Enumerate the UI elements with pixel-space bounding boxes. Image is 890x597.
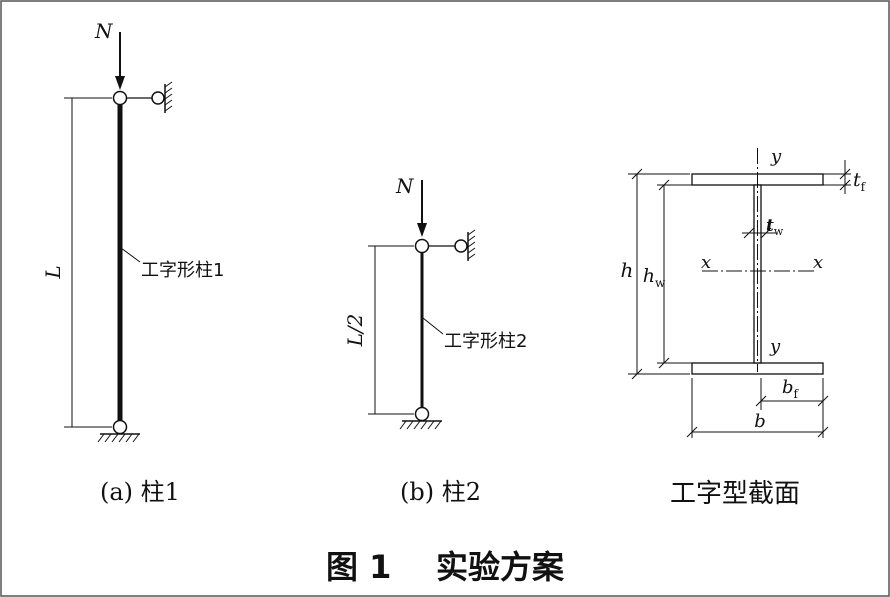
panel-a-roller-support <box>126 81 173 113</box>
panel-a-leader-line <box>120 247 141 263</box>
section-caption: 工字型截面 <box>670 479 800 509</box>
panel-b-leader-line <box>422 317 444 335</box>
panel-a-caption: (a) 柱1 <box>100 478 180 506</box>
panel-b-length-dimension <box>368 245 414 415</box>
panel-a-fixed-support <box>97 433 140 443</box>
tf-dimension <box>823 160 851 194</box>
panel-b-fixed-support <box>399 420 442 430</box>
panel-b-caption: (b) 柱2 <box>400 478 481 506</box>
i-section-panel: h hw tf tw y y x x <box>621 146 867 509</box>
panel-a-load-arrow <box>115 32 125 90</box>
x-axis-label-left: x <box>701 252 711 273</box>
panel-b-load-arrow <box>417 180 427 237</box>
panel-a-length-dimension <box>64 97 112 428</box>
panel-b-roller-support <box>428 229 476 261</box>
panel-a-top-pin <box>112 90 128 106</box>
panel-b-top-pin <box>414 238 430 254</box>
tw-dimension <box>742 227 776 239</box>
tf-label: tf <box>853 169 867 194</box>
panel-a-length-label: L <box>41 265 65 279</box>
panel-b: N <box>343 174 527 506</box>
panel-b-length-label: L/2 <box>343 314 367 348</box>
panel-b-load-label: N <box>395 174 415 198</box>
y-axis-label-bottom: y <box>769 336 781 357</box>
b-dimension <box>686 378 829 438</box>
bf-label: bf <box>782 377 800 401</box>
panel-a-load-label: N <box>94 19 114 43</box>
panel-a-bottom-pin <box>112 419 128 435</box>
panel-a-member-label: 工字形柱1 <box>141 260 224 281</box>
panel-a: N <box>41 19 224 506</box>
bf-dimension <box>755 378 829 410</box>
panel-b-member-label: 工字形柱2 <box>444 331 527 352</box>
h-dimension <box>628 168 690 380</box>
figure-title: 图 1 实验方案 <box>326 548 565 586</box>
h-label: h <box>621 258 634 282</box>
y-axis-label-top: y <box>770 146 782 167</box>
hw-label: hw <box>643 265 666 290</box>
panel-b-bottom-pin <box>414 406 430 422</box>
x-axis-label-right: x <box>813 252 823 273</box>
tw-label: tw <box>766 216 784 238</box>
hw-dimension <box>657 179 752 369</box>
b-label: b <box>754 411 766 432</box>
